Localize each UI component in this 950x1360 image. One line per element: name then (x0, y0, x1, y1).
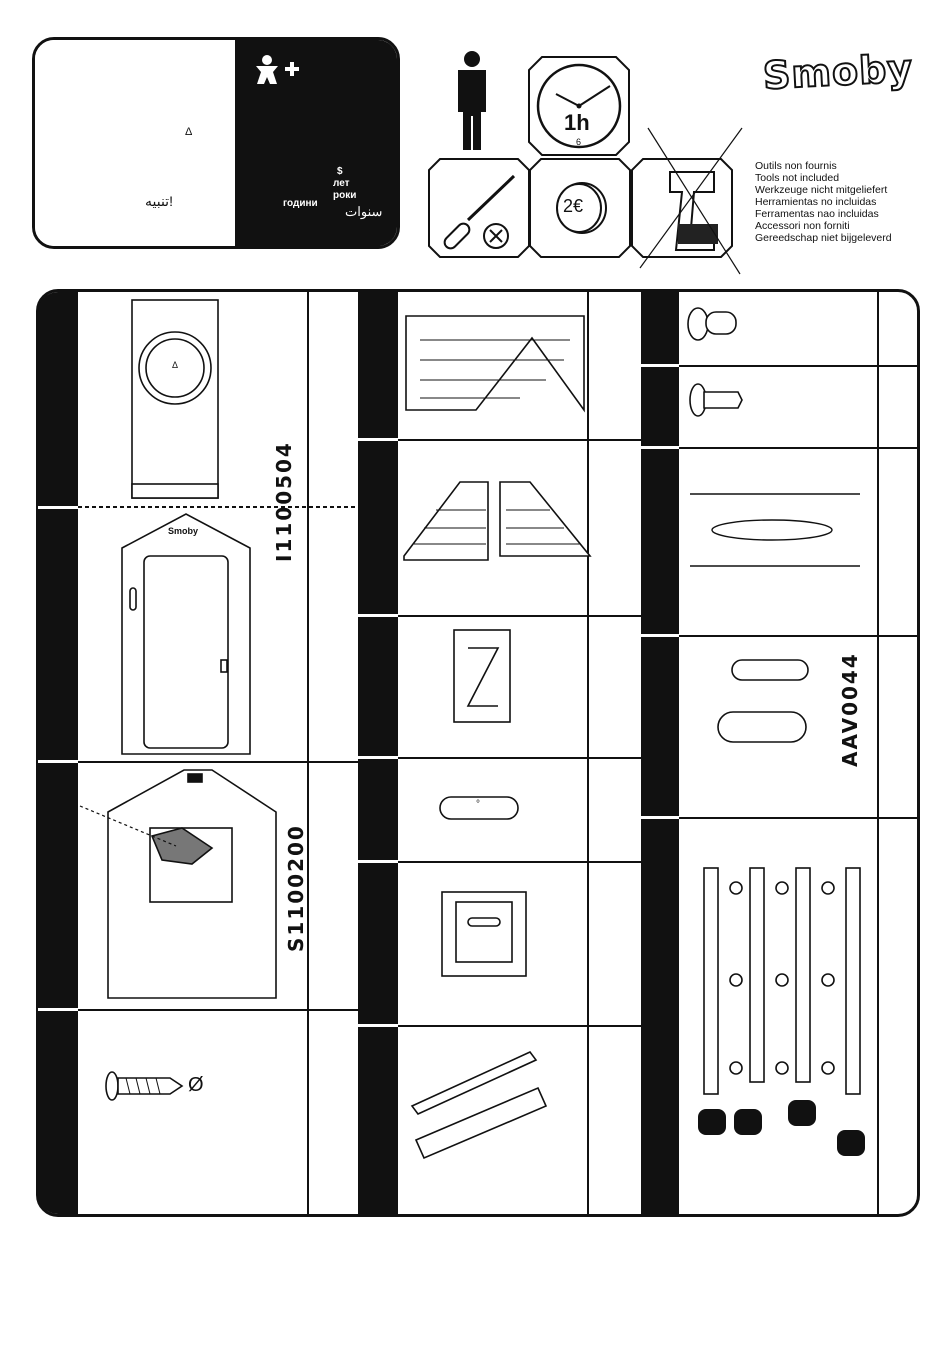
part-code-i1100504: I1100504 (272, 441, 296, 562)
back-wall-drawing (108, 770, 276, 998)
clip-set-drawing (690, 494, 860, 566)
machine-screw-drawing (690, 384, 742, 416)
ladder-frame-drawing (704, 868, 860, 1094)
window-panel-drawing (132, 300, 218, 498)
panel-mark: Δ (172, 360, 178, 370)
bolt-drawing (688, 308, 736, 340)
wood-screw-drawing (106, 1072, 182, 1100)
shutter-drawing (454, 630, 510, 722)
part-code-aav0044: AAV0044 (838, 652, 862, 767)
door-brand-label: Smoby (168, 526, 198, 536)
roof-halves-drawing (404, 482, 590, 560)
part-code-s1100200: S1100200 (284, 824, 308, 952)
letterbox-plate-drawing (442, 892, 526, 976)
roof-gable-drawing (406, 316, 584, 410)
screw-diameter-symbol: Ø (188, 1074, 204, 1097)
door-frame-drawing (122, 514, 250, 754)
handle-set-drawing (718, 660, 808, 742)
rail-parts-drawing (412, 1052, 546, 1158)
oval-mark: ° (476, 799, 480, 810)
